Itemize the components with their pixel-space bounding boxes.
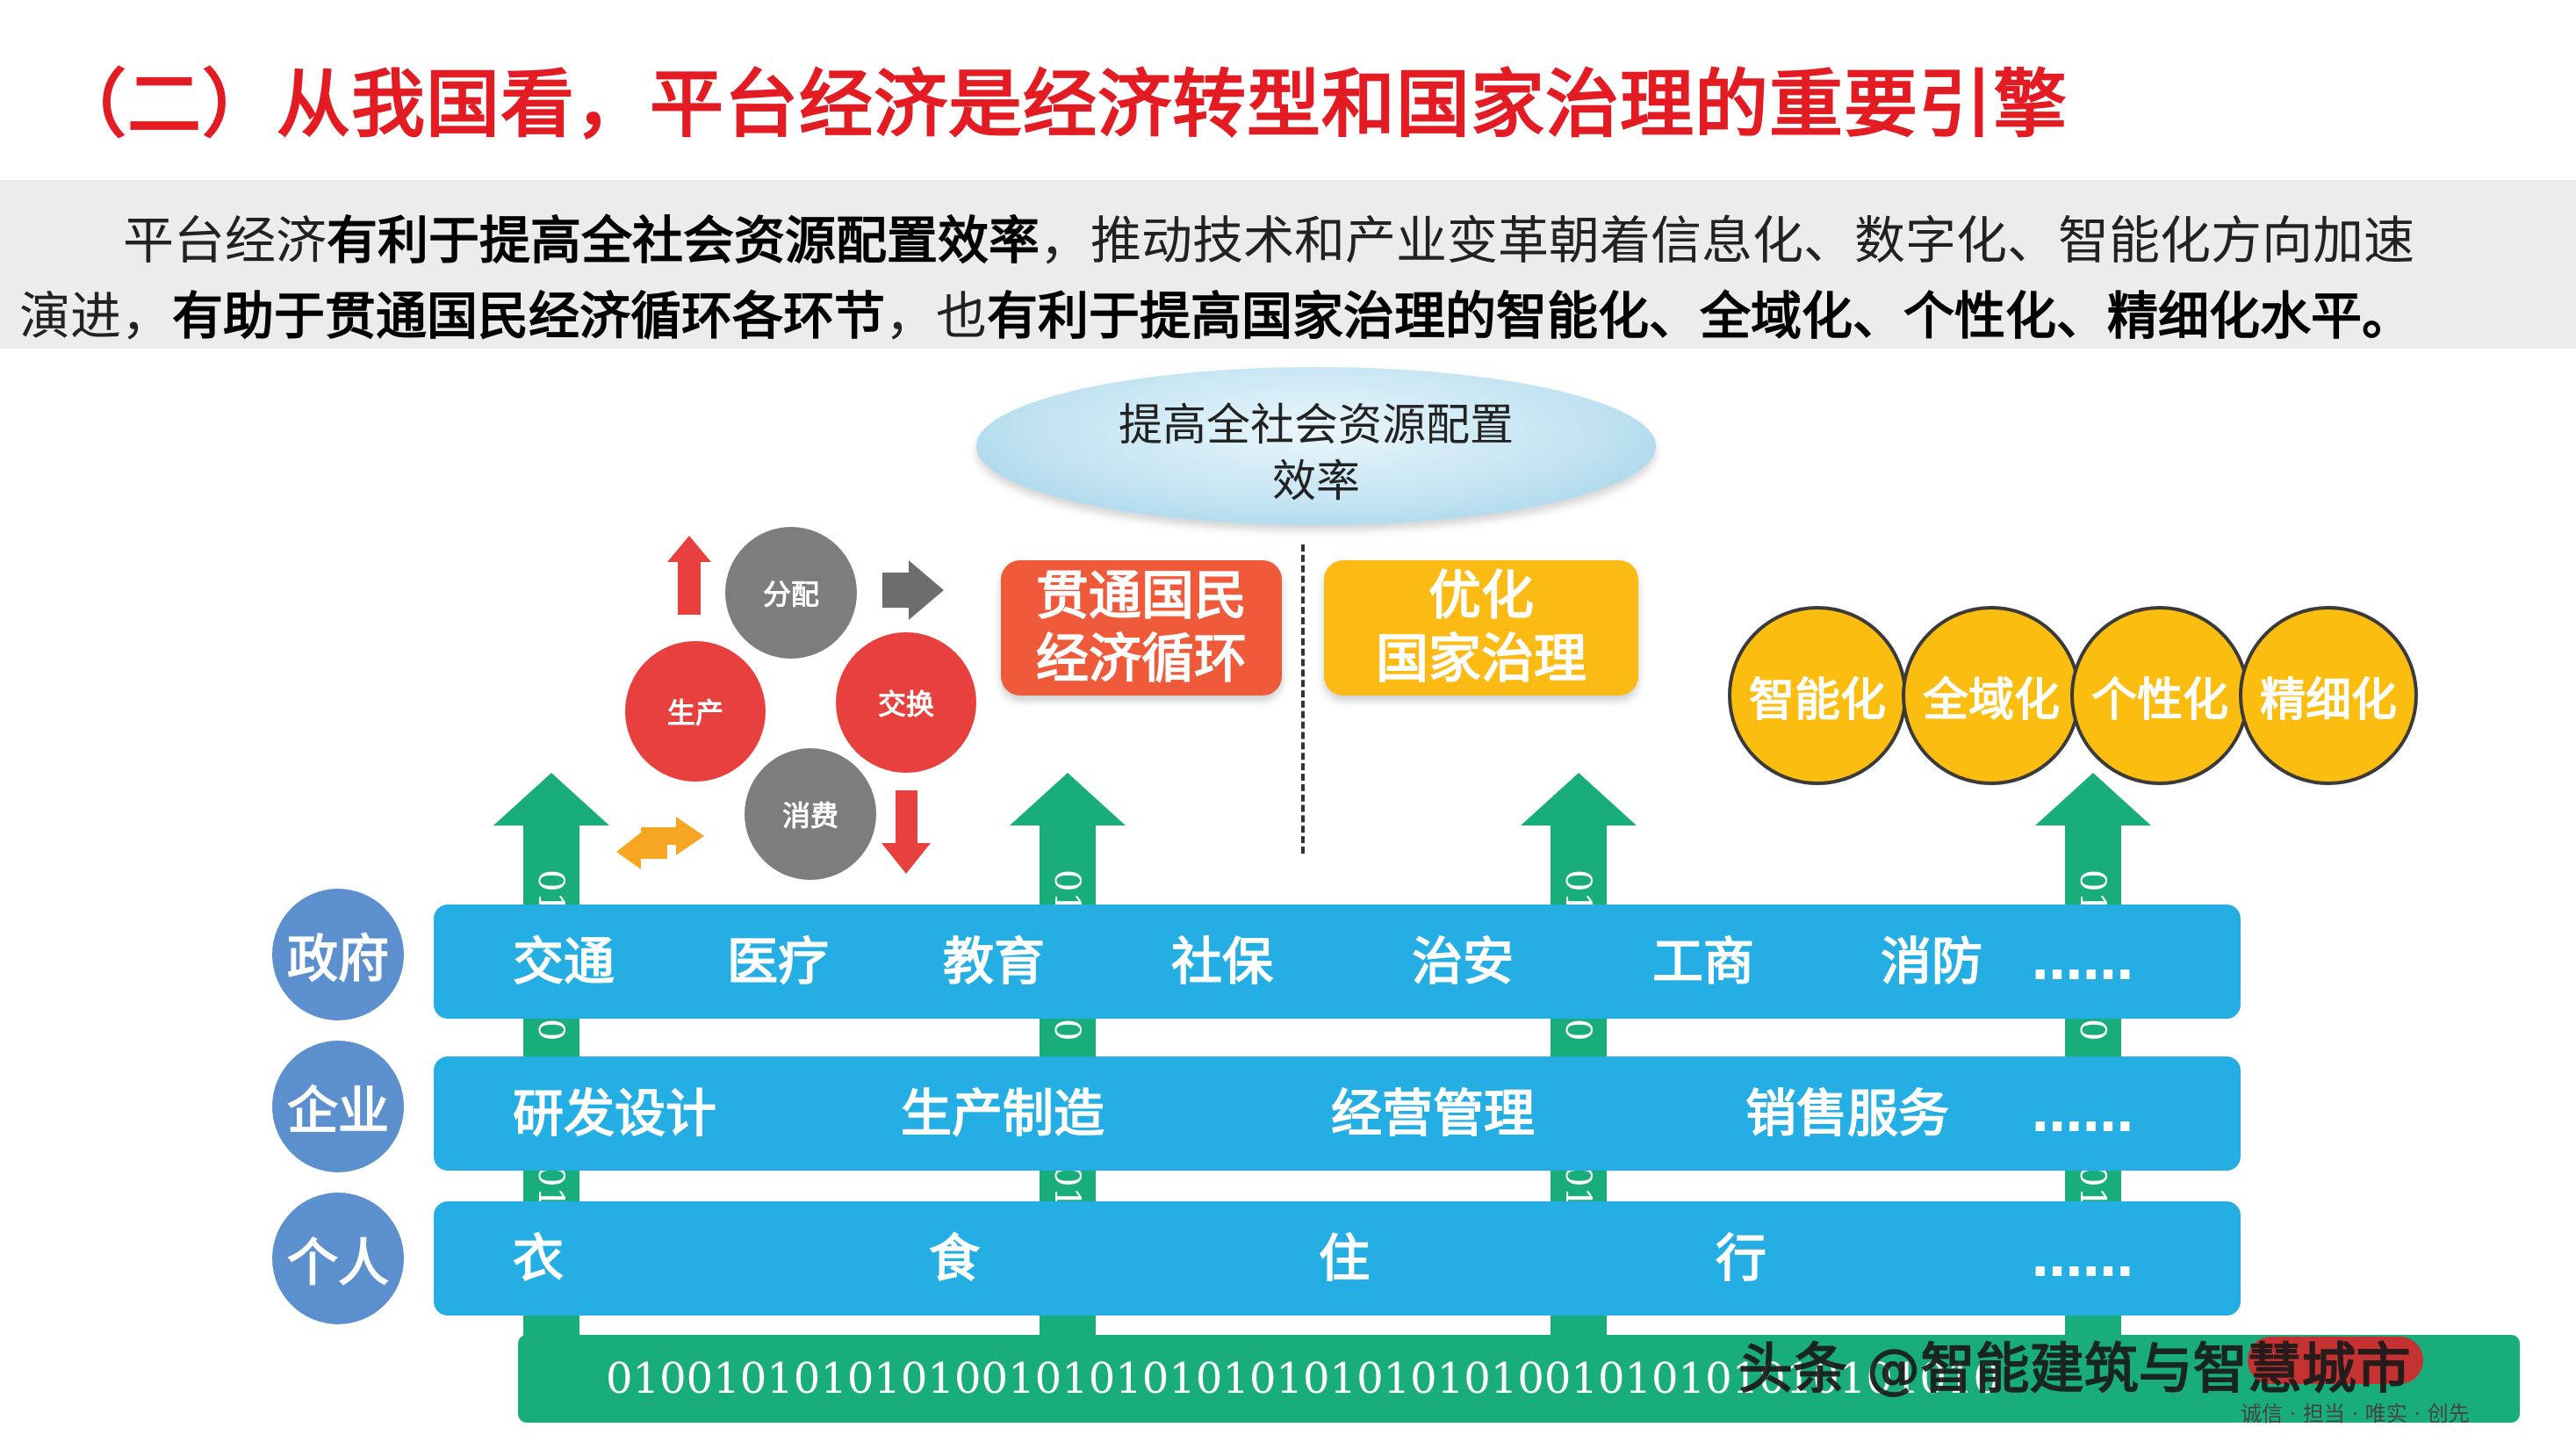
per-item: 食 (929, 1229, 981, 1288)
cycle-label: 交换 (877, 688, 934, 721)
intro-line-2: 演进，有助于贯通国民经济循环各环节，也有利于提高国家治理的智能化、全域化、个性化… (19, 275, 2413, 349)
gov-item: 治安 (1412, 932, 1515, 991)
row-label-government: 政府 (272, 889, 404, 1020)
dashed-divider (1301, 544, 1305, 854)
gov-item: 社保 (1171, 932, 1274, 991)
ent-item: 经营管理 (1331, 1084, 1536, 1143)
gold-circle-global: 全域化 (1902, 606, 2081, 785)
ellipse-line: 提高全社会资源配置 (1119, 400, 1514, 451)
cycle-label: 生产 (666, 696, 723, 730)
intro-paragraph: 平台经济有利于提高全社会资源配置效率，推动技术和产业变革朝着信息化、数字化、智能… (0, 180, 2576, 349)
right-arrow-icon (882, 560, 944, 620)
cycle-exchange: 交换 (836, 632, 976, 773)
intro-emphasis: 有利于提高全社会资源配置效率 (327, 211, 1040, 270)
cycle-consumption: 消费 (745, 748, 876, 880)
row-label-individual: 个人 (272, 1193, 404, 1324)
gov-item: 工商 (1652, 932, 1755, 991)
cycle-label: 消费 (781, 799, 838, 833)
gold-label: 个性化 (2090, 674, 2228, 727)
intro-emphasis: 有利于提高国家治理的智能化、全域化、个性化、精细化水平。 (987, 286, 2414, 346)
gold-label: 智能化 (1748, 674, 1886, 727)
gov-item: 教育 (943, 932, 1046, 991)
intro-emphasis: 有助于贯通国民经济循环各环节 (172, 286, 886, 346)
logo-slogan: 诚信 · 担当 · 唯实 · 创先 (2241, 1402, 2470, 1426)
gold-circle-personal: 个性化 (2070, 606, 2249, 785)
box-line: 经济循环 (1036, 629, 1247, 690)
per-item: 住 (1319, 1229, 1371, 1288)
watermark: 头条 @智能建筑与智慧城市 (1738, 1337, 2411, 1401)
governance-box: 优化 国家治理 (1324, 560, 1638, 696)
gov-item: …… (2032, 932, 2133, 991)
row-label-enterprise: 企业 (272, 1041, 404, 1172)
per-item: 行 (1716, 1229, 1767, 1288)
pipe-bits: 0 (1047, 1019, 1087, 1041)
cycle-distribution: 分配 (725, 527, 857, 659)
intro-text: 平台经济 (123, 211, 327, 270)
right-arrow-icon (641, 817, 704, 855)
ent-item: 研发设计 (513, 1084, 717, 1143)
gold-label: 全域化 (1922, 674, 2060, 727)
intro-line-1: 平台经济有利于提高全社会资源配置效率，推动技术和产业变革朝着信息化、数字化、智能… (123, 199, 2414, 273)
gov-item: 消防 (1881, 932, 1983, 991)
row-label-text: 企业 (286, 1081, 389, 1141)
row-label-text: 个人 (286, 1233, 389, 1293)
gov-item: 交通 (513, 932, 615, 991)
efficiency-ellipse (976, 367, 1656, 525)
box-line: 国家治理 (1376, 629, 1587, 690)
logo-icon (2248, 1337, 2423, 1384)
efficiency-ellipse-label: 提高全社会资源配置 效率 (976, 397, 1656, 509)
cycle-production: 生产 (625, 641, 766, 782)
cycle-label: 分配 (762, 578, 819, 611)
pipe-bits: 0 (2072, 1019, 2112, 1041)
intro-text: ，也 (885, 286, 988, 346)
ent-item: 销售服务 (1745, 1084, 1950, 1143)
gov-item: 医疗 (727, 932, 830, 991)
down-arrow-icon (881, 790, 931, 874)
row-label-text: 政府 (286, 929, 389, 989)
gold-label: 精细化 (2259, 674, 2397, 727)
gold-circle-fine: 精细化 (2239, 606, 2418, 785)
enterprise-bar: 研发设计 生产制造 经营管理 销售服务 …… (434, 1056, 2241, 1171)
page-title: （二）从我国看，平台经济是经济转型和国家治理的重要引擎 (53, 61, 2069, 148)
pipe-bits: 0 (530, 1019, 571, 1041)
data-pipe-base (518, 1335, 2520, 1423)
ent-item: …… (2032, 1084, 2133, 1143)
left-arrow-icon (616, 833, 667, 869)
economic-cycle-box: 贯通国民 经济循环 (1001, 560, 1282, 696)
intro-text: ，推动技术和产业变革朝着信息化、数字化、智能化方向加速 (1040, 211, 2415, 270)
per-item: 衣 (513, 1229, 565, 1288)
ent-item: 生产制造 (901, 1084, 1105, 1143)
per-item: …… (2032, 1229, 2133, 1288)
binary-stream: 0100101010101001010101010101010101001010… (606, 1354, 2001, 1403)
ellipse-line: 效率 (1272, 456, 1360, 507)
government-bar: 交通 医疗 教育 社保 治安 工商 消防 …… (434, 905, 2241, 1019)
box-line: 贯通国民 (1036, 566, 1247, 627)
intro-text: 演进， (19, 286, 173, 346)
pipe-bits: 0 (1558, 1019, 1598, 1041)
cycle-arrows (616, 536, 944, 874)
gold-circle-intelligent: 智能化 (1728, 606, 1907, 785)
box-line: 优化 (1428, 566, 1534, 627)
up-arrow-icon (667, 536, 711, 615)
individual-bar: 衣 食 住 行 …… (434, 1201, 2241, 1316)
